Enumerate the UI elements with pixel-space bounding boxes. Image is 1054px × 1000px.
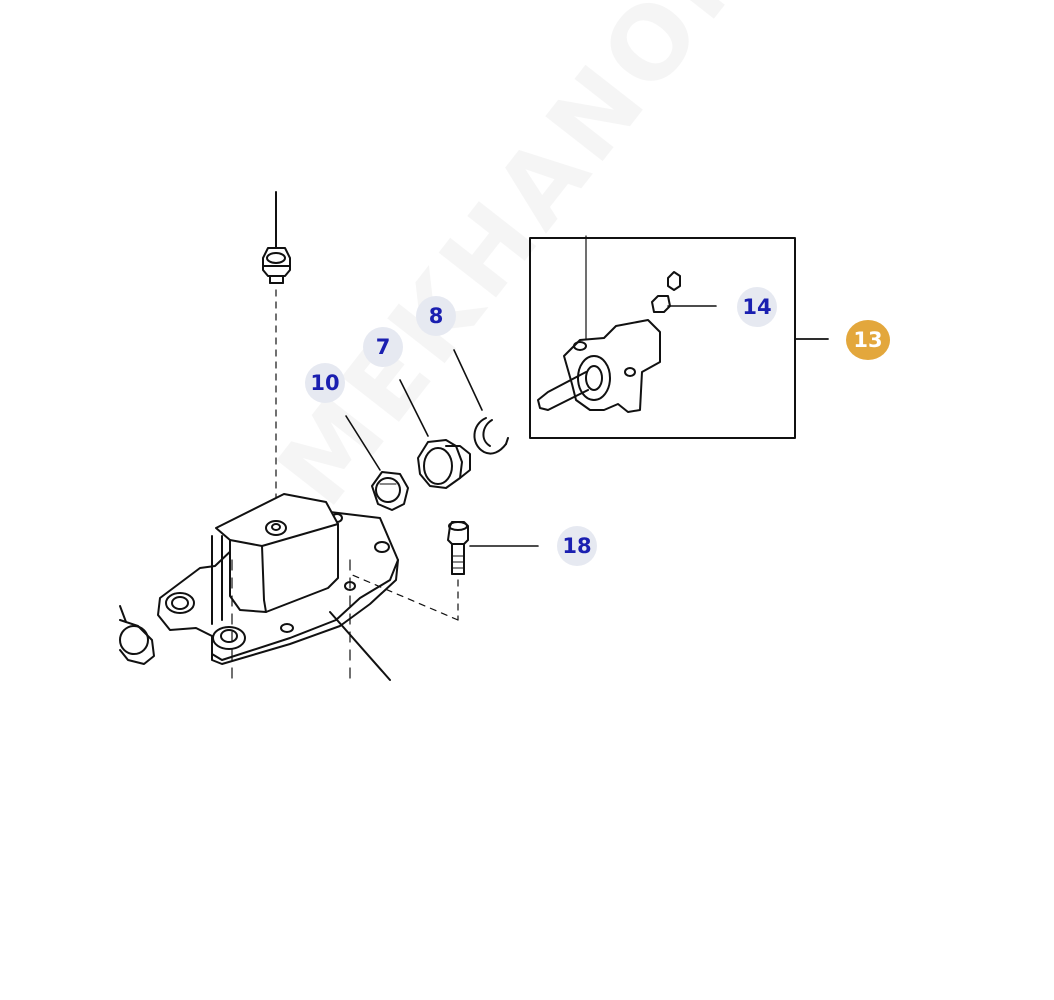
nut-part xyxy=(371,471,409,511)
bushing-part xyxy=(417,439,471,489)
callout-14[interactable]: 14 xyxy=(737,287,777,327)
sensor-assembly-detail-box xyxy=(529,235,796,439)
callout-7[interactable]: 7 xyxy=(363,327,403,367)
bolt-part xyxy=(349,521,469,621)
leader-7 xyxy=(399,379,429,437)
housing-part xyxy=(157,493,399,681)
callout-13-assembly[interactable]: 13 xyxy=(846,320,890,360)
leader-8 xyxy=(453,349,483,411)
callout-8[interactable]: 8 xyxy=(416,296,456,336)
top-screw-part xyxy=(262,191,291,284)
callout-18[interactable]: 18 xyxy=(557,526,597,566)
callout-10[interactable]: 10 xyxy=(305,363,345,403)
leader-10 xyxy=(345,415,381,471)
circlip-part xyxy=(473,417,509,455)
left-seal-part xyxy=(119,605,155,665)
